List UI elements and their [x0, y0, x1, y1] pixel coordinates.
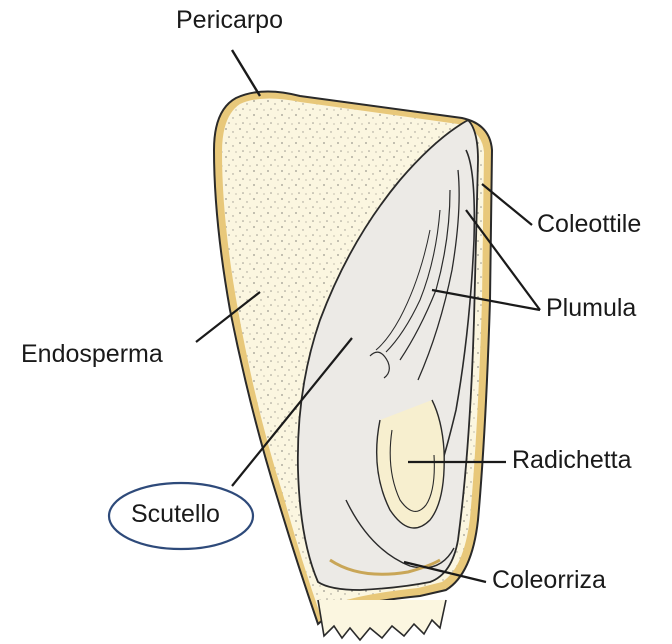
label-endosperma: Endosperma [21, 342, 163, 367]
label-scutello: Scutello [131, 502, 220, 527]
label-coleottile: Coleottile [537, 212, 641, 237]
label-plumula: Plumula [546, 296, 636, 321]
label-radichetta: Radichetta [512, 448, 632, 473]
tip-cap [318, 600, 446, 640]
leader-pericarpo [232, 50, 260, 96]
label-coleorriza: Coleorriza [492, 568, 606, 593]
label-pericarpo: Pericarpo [176, 8, 283, 33]
